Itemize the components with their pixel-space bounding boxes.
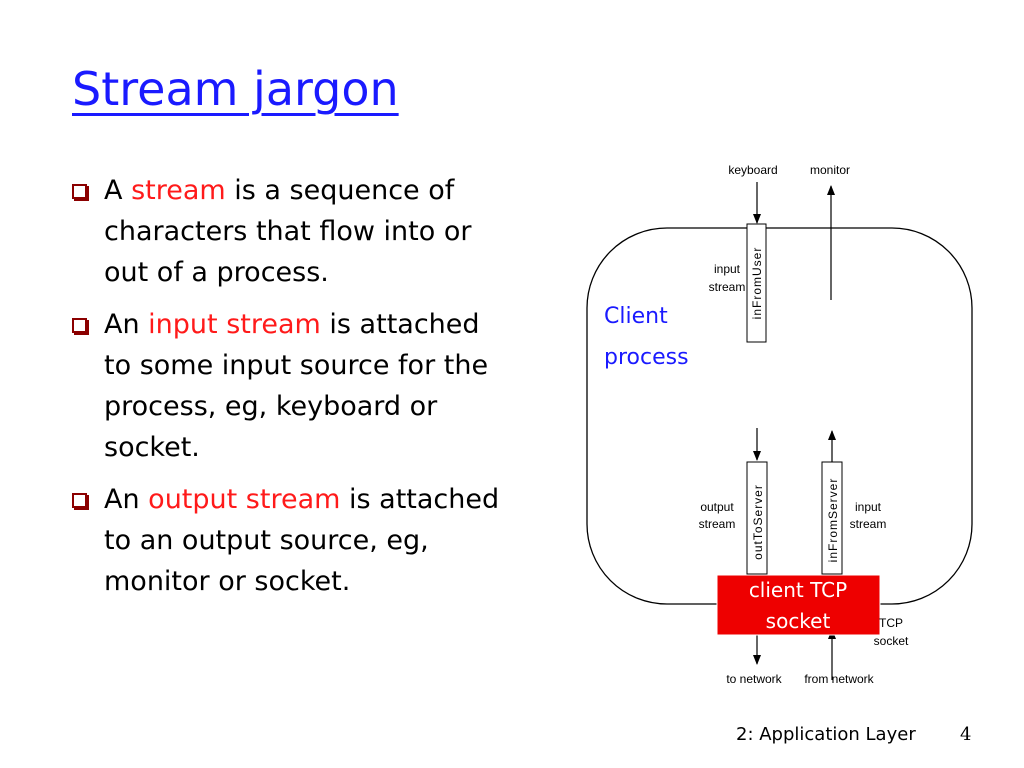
in-from-server-label: inFromServer: [826, 478, 840, 563]
tcp-socket-label: socket: [874, 634, 909, 648]
bullet-text-pre: An: [104, 309, 149, 340]
in-from-server-stream: [821, 461, 843, 575]
in-from-user-stream: [746, 223, 767, 343]
slide-title: Stream jargon: [72, 62, 399, 116]
client-tcp-socket-label: client TCP: [749, 578, 847, 602]
footer-text: 2: Application Layer: [736, 724, 916, 745]
bullet-term: output stream: [148, 484, 341, 515]
bullet-item: An output stream is attached to an outpu…: [72, 479, 512, 602]
page-number: 4: [960, 724, 972, 745]
client-process-outline: [586, 227, 973, 605]
tcp-socket-label: TCP: [879, 616, 903, 630]
bullet-list: A stream is a sequence of characters tha…: [72, 170, 512, 613]
keyboard-label: keyboard: [728, 163, 777, 177]
bullet-text-pre: A: [104, 175, 132, 206]
input-stream-label-2: stream: [850, 517, 887, 531]
output-stream-label: stream: [699, 517, 736, 531]
bullet-item: A stream is a sequence of characters tha…: [72, 170, 512, 293]
bullet-term: stream: [131, 175, 226, 206]
bullet-checkbox-icon: [72, 318, 87, 333]
input-stream-label-2: input: [855, 500, 882, 514]
bullet-checkbox-icon: [72, 184, 87, 199]
input-stream-label: input: [714, 262, 741, 276]
monitor-label: monitor: [810, 163, 850, 177]
bullet-text-post: is attached to some input source for the…: [104, 309, 489, 463]
bullet-text-pre: An: [104, 484, 149, 515]
out-to-server-label: outToServer: [751, 484, 765, 560]
to-network-label: to network: [726, 672, 782, 686]
input-stream-label: stream: [709, 280, 746, 294]
client-process-label: Client: [604, 304, 668, 329]
bullet-text-post: is a sequence of characters that flow in…: [104, 175, 472, 288]
out-to-server-stream: [746, 461, 768, 575]
client-tcp-socket-label: socket: [766, 609, 831, 633]
client-tcp-socket-box: [716, 574, 881, 636]
bullet-checkbox-icon: [72, 493, 87, 508]
from-network-label: from network: [804, 672, 874, 686]
in-from-user-label: inFromUser: [750, 247, 764, 320]
bullet-item: An input stream is attached to some inpu…: [72, 304, 512, 468]
bullet-term: input stream: [148, 309, 321, 340]
bullet-text-post: is attached to an output source, eg, mon…: [104, 484, 500, 597]
client-process-label: process: [604, 345, 689, 370]
output-stream-label: output: [700, 500, 734, 514]
